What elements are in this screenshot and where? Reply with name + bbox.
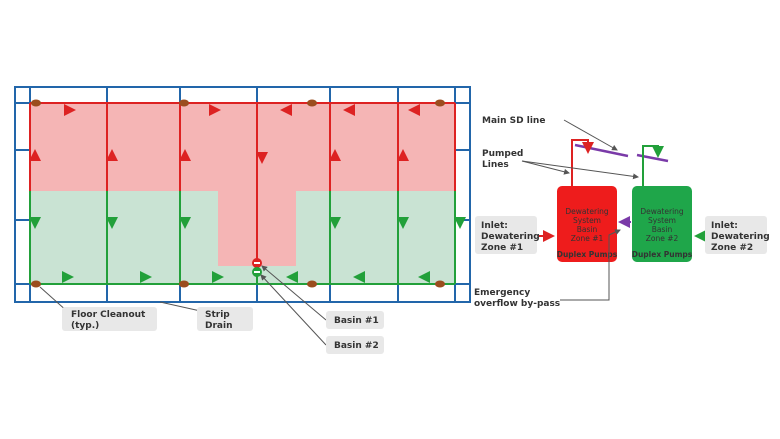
inlet-zone2-label-1: Inlet:: [711, 221, 738, 231]
zone1-box-line1: Dewatering: [565, 207, 609, 216]
basin2-label: Basin #2: [334, 341, 379, 351]
zone1-basin-box: Dewatering System Basin Zone #1 Duplex P…: [557, 186, 618, 262]
zone1-box-line2: System: [573, 216, 601, 225]
dewatering-schematic: Dewatering System Basin Zone #1 Duplex P…: [539, 139, 707, 262]
basin1-label: Basin #1: [334, 316, 379, 326]
inlet-zone1-label-1: Inlet:: [481, 221, 508, 231]
floor-plan: [14, 86, 471, 303]
pumped-lines-label-2: Lines: [482, 160, 509, 170]
zone2-box-line3: Basin: [652, 225, 673, 234]
zone2-flow-arrows: [29, 217, 466, 283]
floor-cleanout-label-2: (typ.): [71, 321, 99, 331]
inlet-zone1-label-3: Zone #1: [481, 243, 523, 253]
strip-drain-callout: Strip Drain: [159, 301, 253, 331]
zone1-flow-arrows: [29, 104, 420, 164]
zone1-box-line3: Basin: [577, 225, 598, 234]
zone2-box-pumps: Duplex Pumps: [632, 250, 693, 259]
inlet-zone1-label-2: Dewatering: [481, 232, 540, 242]
basin2-callout: Basin #2: [260, 274, 384, 354]
emergency-label-2: overflow by-pass: [474, 299, 560, 309]
main-sd-line-label: Main SD line: [482, 116, 545, 126]
main-sd-line-callout: Main SD line: [482, 116, 618, 151]
emergency-label-1: Emergency: [474, 288, 530, 298]
zone2-piping: [29, 191, 456, 285]
zone2-box-line1: Dewatering: [640, 207, 684, 216]
zone1-area: [30, 103, 455, 191]
inlet-zone2-label-3: Zone #2: [711, 243, 753, 253]
floor-cleanout-label-1: Floor Cleanout: [71, 310, 146, 320]
inlet-zone2-label-2: Dewatering: [711, 232, 770, 242]
pumped-lines-callout: Pumped Lines: [482, 149, 639, 180]
zone1-box-line4: Zone #1: [571, 234, 604, 243]
strip-drain-label-2: Drain: [205, 321, 232, 331]
strip-drain-label-1: Strip: [205, 310, 230, 320]
floor-cleanouts: [31, 99, 445, 288]
zone2-box-line4: Zone #2: [646, 234, 679, 243]
zone1-box-pumps: Duplex Pumps: [557, 250, 618, 259]
floor-cleanout-callout: Floor Cleanout (typ.): [39, 286, 157, 331]
main-sd-line: [574, 143, 629, 158]
zone2-basin-box: Dewatering System Basin Zone #2 Duplex P…: [632, 186, 693, 262]
pumped-line-zone1: [571, 139, 594, 186]
zone1-piping: [29, 102, 456, 262]
zone2-box-line2: System: [648, 216, 676, 225]
emergency-overflow-callout: Emergency overflow by-pass: [474, 229, 621, 309]
inlet-zone2-callout: Inlet: Dewatering Zone #2: [705, 216, 770, 254]
pumped-lines-label-1: Pumped: [482, 149, 523, 159]
inlet-zone1-callout: Inlet: Dewatering Zone #1: [475, 216, 540, 254]
pumped-line-zone2: [642, 145, 664, 186]
basin1-callout: Basin #1: [261, 265, 384, 329]
